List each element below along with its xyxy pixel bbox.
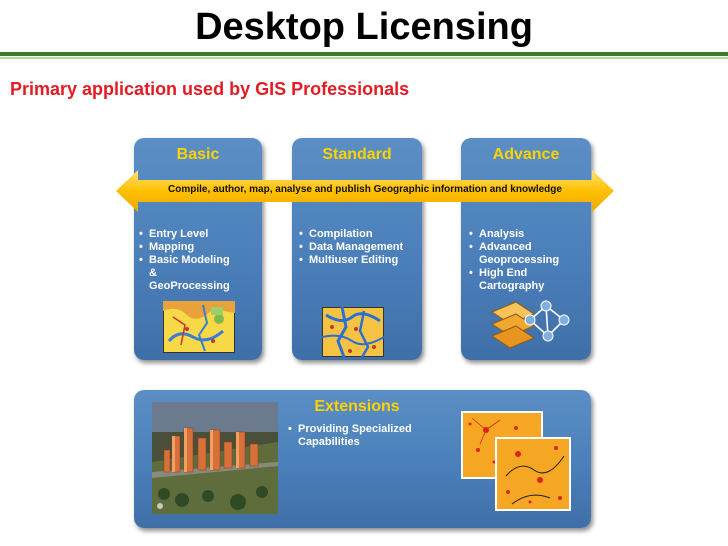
basic-title: Basic [176,146,220,163]
advance-bullet-analysis: Analysis [469,228,589,241]
workflow-arrow-text: Compile, author, map, analyse and publis… [168,184,562,195]
advance-network-icon [490,300,570,349]
standard-map-icon [322,307,384,357]
basic-bullet-basic-modeling: Basic Modeling&GeoProcessing [139,254,259,293]
basic-map-icon [163,301,235,353]
extensions-title: Extensions [314,398,400,415]
extensions-line1: Providing Specialized [298,423,412,435]
standard-title: Standard [322,146,392,163]
advanced-line2: Geoprocessing [479,254,560,266]
advance-title: Advance [492,146,560,163]
advanced-line1: Advanced [479,241,532,253]
high-end-line2: Cartography [479,280,545,292]
workflow-arrow [116,170,614,212]
basic-modeling-line3: GeoProcessing [149,280,230,292]
standard-bullet-multiuser-editing: Multiuser Editing [299,254,421,267]
3d-city-icon [152,402,278,514]
basic-modeling-line2: & [149,267,157,279]
page-subtitle: Primary application used by GIS Professi… [10,79,410,99]
point-maps-icon [461,411,571,511]
standard-bullet-data-management: Data Management [299,241,421,254]
standard-bullet-compilation: Compilation [299,228,421,241]
title-rule [0,52,728,56]
title-rule-light [0,57,728,59]
standard-bullets: Compilation Data Management Multiuser Ed… [299,228,421,267]
basic-modeling-line1: Basic Modeling [149,254,230,266]
basic-bullet-entry-level: Entry Level [139,228,259,241]
page-title: Desktop Licensing [195,6,533,48]
extensions-line2: Capabilities [298,436,360,448]
basic-bullets: Entry Level Mapping Basic Modeling&GeoPr… [139,228,259,293]
high-end-line1: High End [479,267,528,279]
basic-bullet-mapping: Mapping [139,241,259,254]
